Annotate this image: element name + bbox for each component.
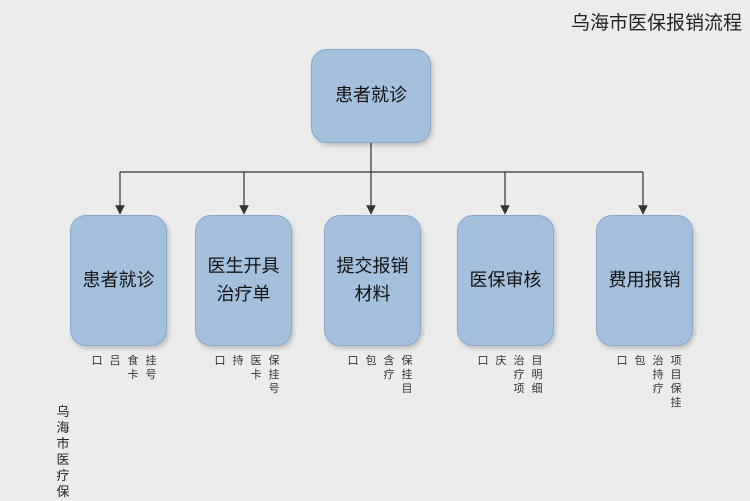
vertical-caption: 乌海市医疗保	[54, 405, 72, 501]
caption-char: 海	[56, 421, 70, 436]
note-char: 号	[145, 368, 157, 381]
note-char: 包	[365, 354, 377, 367]
step-1-line-1: 患者就诊	[82, 269, 155, 291]
note-char: 疗	[513, 368, 525, 381]
root-node: 患者就诊	[311, 49, 431, 143]
note-char: 保	[401, 354, 413, 367]
step-3-notes: 口 包 含疗 保挂目	[346, 354, 414, 396]
note-char: 治	[513, 354, 525, 367]
note-char: 细	[531, 382, 543, 395]
note-char: 明	[531, 368, 543, 381]
note-char: 口	[347, 354, 359, 367]
note-char: 持	[652, 368, 664, 381]
note-char: 含	[383, 354, 395, 367]
step-4-notes: 口 庆 治疗项 目明细	[476, 354, 544, 396]
note-char: 挂	[670, 396, 682, 409]
root-label: 患者就诊	[335, 85, 407, 106]
note-char: 持	[232, 354, 244, 367]
step-2-line-1: 医生开具	[207, 255, 280, 277]
step-node-1: 患者就诊	[70, 215, 167, 346]
note-char: 口	[616, 354, 628, 367]
note-char: 食	[127, 354, 139, 367]
note-char: 口	[91, 354, 103, 367]
note-char: 目	[401, 382, 413, 395]
note-char: 吕	[109, 354, 121, 367]
step-2-line-2: 治疗单	[216, 283, 271, 305]
note-char: 包	[634, 354, 646, 367]
caption-char: 保	[56, 485, 70, 500]
caption-char: 医	[56, 453, 70, 468]
note-char: 口	[214, 354, 226, 367]
step-node-5: 费用报销	[596, 215, 693, 346]
step-node-2: 医生开具 治疗单	[195, 215, 292, 346]
note-char: 目	[531, 354, 543, 367]
note-char: 医	[250, 354, 262, 367]
page-title: 乌海市医保报销流程	[570, 12, 742, 34]
note-char: 治	[652, 354, 664, 367]
note-char: 挂	[268, 368, 280, 381]
note-char: 口	[477, 354, 489, 367]
step-node-4: 医保审核	[457, 215, 554, 346]
note-char: 号	[268, 382, 280, 395]
caption-char: 疗	[56, 469, 70, 484]
note-char: 项	[513, 382, 525, 395]
note-char: 卡	[250, 368, 262, 381]
caption-char: 乌	[56, 405, 70, 420]
note-char: 庆	[495, 354, 507, 367]
note-char: 目	[670, 368, 682, 381]
note-char: 保	[268, 354, 280, 367]
step-1-notes: 口 吕 食卡 挂号	[90, 354, 158, 382]
step-4-line-1: 医保审核	[469, 269, 542, 291]
step-2-notes: 口 持 医卡 保挂号	[213, 354, 281, 396]
note-char: 疗	[383, 368, 395, 381]
note-char: 疗	[652, 382, 664, 395]
note-char: 保	[670, 382, 682, 395]
note-char: 挂	[401, 368, 413, 381]
step-5-line-1: 费用报销	[608, 269, 681, 291]
step-5-notes: 口 包 治持疗 项目保挂	[615, 354, 683, 410]
caption-char: 市	[56, 437, 70, 452]
note-char: 项	[670, 354, 682, 367]
note-char: 卡	[127, 368, 139, 381]
note-char: 挂	[145, 354, 157, 367]
step-node-3: 提交报销 材料	[324, 215, 421, 346]
step-3-line-2: 材料	[354, 283, 391, 305]
step-3-line-1: 提交报销	[336, 255, 409, 277]
